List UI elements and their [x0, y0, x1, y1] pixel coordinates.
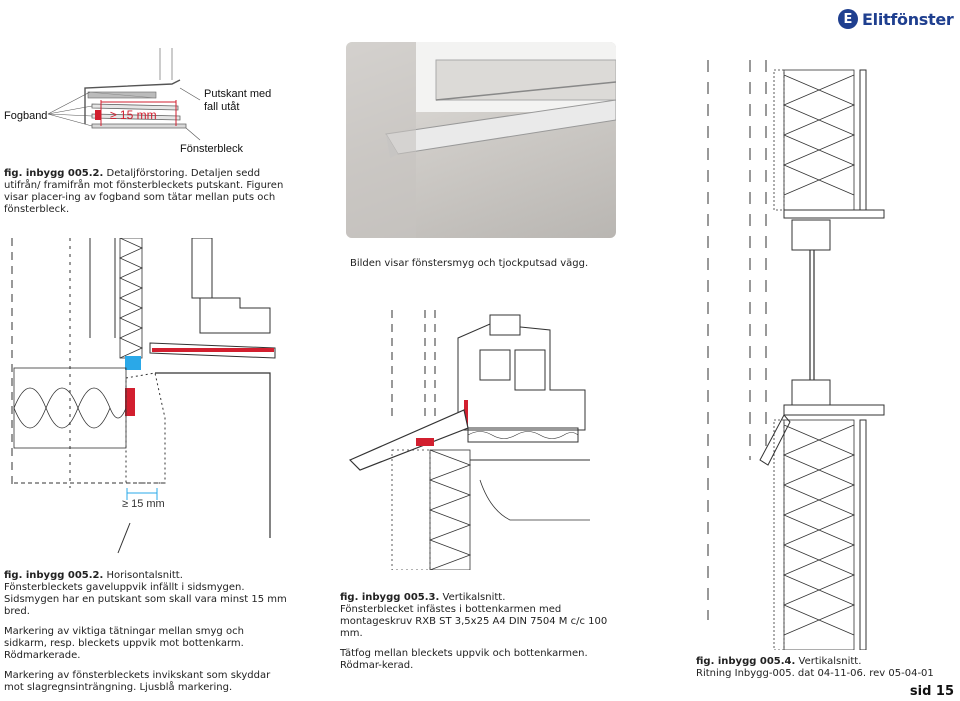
label-fonsterbleck: Fönsterbleck — [180, 143, 243, 155]
caption-para-1: Fönsterblecket infästes i bottenkarmen m… — [340, 604, 608, 639]
detail-drawing — [47, 48, 201, 141]
caption-title: Horisontalsnitt. — [106, 570, 183, 581]
caption-para-1: Ritning Inbygg-005. dat 04-11-06. rev 05… — [696, 668, 934, 679]
vertical-section-drawing — [348, 310, 590, 570]
photo-illustration — [346, 42, 616, 238]
logo-icon: E — [838, 9, 858, 29]
page-number: sid 15 — [909, 684, 954, 699]
caption-detail: fig. inbygg 005.2. Detaljförstoring. Det… — [4, 168, 284, 216]
caption-para-2: Tätfog mellan bleckets uppvik och botten… — [340, 648, 588, 671]
dimension-label: ≥ 15 mm — [122, 498, 165, 510]
caption-id: fig. inbygg 005.2. — [4, 570, 104, 581]
brand-name: Elitfönster — [862, 9, 954, 29]
caption-vertical-section: fig. inbygg 005.3. Vertikalsnitt. Fönste… — [340, 592, 630, 672]
horizontal-section-drawing — [11, 238, 276, 554]
caption-horizontal-section: fig. inbygg 005.2. Horisontalsnitt. Föns… — [4, 570, 289, 694]
photo-caption: Bilden visar fönstersmyg och tjockputsad… — [350, 258, 589, 269]
caption-text: Detaljförstoring. Detaljen sedd utifrån/… — [4, 168, 284, 215]
label-dimension: ≥ 15 mm — [110, 108, 157, 122]
brand-logo: E Elitfönster — [838, 6, 956, 32]
label-putskant: Putskant med fall utåt — [204, 88, 272, 113]
caption-title: Vertikalsnitt. — [442, 592, 506, 603]
caption-para-3: Markering av fönsterbleckets invikskant … — [4, 670, 271, 693]
caption-para-1: Fönsterbleckets gaveluppvik infällt i si… — [4, 582, 287, 617]
caption-vertical-section-tall: fig. inbygg 005.4. Vertikalsnitt. Ritnin… — [696, 656, 951, 680]
photo-window-sill — [346, 42, 616, 238]
caption-id: fig. inbygg 005.3. — [340, 592, 440, 603]
caption-id: fig. inbygg 005.4. — [696, 656, 796, 667]
caption-title: Vertikalsnitt. — [798, 656, 862, 667]
label-fogband: Fogband — [4, 110, 48, 122]
caption-para-2: Markering av viktiga tätningar mellan sm… — [4, 626, 244, 661]
caption-id: fig. inbygg 005.2. — [4, 168, 104, 179]
vertical-section-tall-drawing — [707, 60, 885, 650]
